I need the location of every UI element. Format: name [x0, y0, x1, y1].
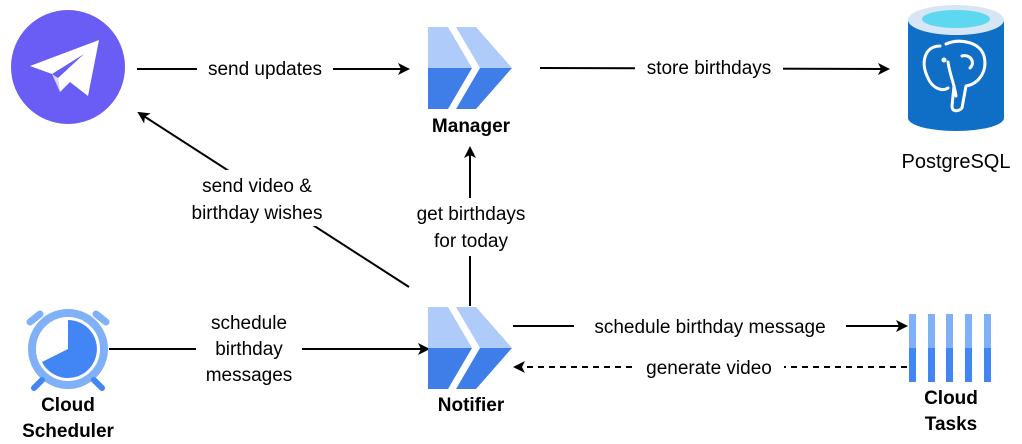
edge-label-schedule-birthday-message: schedule birthday message [594, 317, 825, 338]
postgresql-database-icon [908, 5, 1004, 131]
notifier-node[interactable]: Notifier [428, 307, 512, 416]
postgres-node[interactable]: PostgreSQL [902, 5, 1011, 173]
manager-cloud-run-icon [428, 27, 512, 109]
manager-node[interactable]: Manager [428, 27, 512, 137]
edge-label-get-birthdays-line2: for today [434, 231, 508, 252]
edge-label-generate-video: generate video [646, 358, 772, 379]
edge-label-schedule-messages-line1: schedule [211, 313, 287, 334]
edge-schedule-messages: schedule birthday messages [109, 310, 430, 388]
edge-label-schedule-messages-line3: messages [206, 365, 293, 386]
cloud-scheduler-icon [26, 309, 110, 391]
edge-label-send-video-line2: birthday wishes [192, 203, 323, 224]
scheduler-node[interactable]: Cloud Scheduler [22, 309, 115, 442]
tasks-label-line1: Cloud [924, 388, 978, 409]
notifier-cloud-run-icon [428, 307, 512, 389]
scheduler-label-line1: Cloud [41, 395, 95, 416]
edge-send-video: send video & birthday wishes [137, 111, 410, 288]
tasks-node[interactable]: Cloud Tasks [909, 314, 991, 435]
scheduler-label-line2: Scheduler [22, 421, 114, 442]
edge-label-get-birthdays-line1: get birthdays [417, 204, 526, 225]
edge-label-store-birthdays: store birthdays [647, 58, 772, 79]
manager-label: Manager [432, 116, 511, 137]
edge-store-birthdays: store birthdays [539, 56, 890, 82]
edge-schedule-birthday-message: schedule birthday message [513, 314, 908, 340]
edge-get-birthdays: get birthdays for today [404, 146, 538, 306]
notifier-label: Notifier [438, 395, 505, 416]
cloud-tasks-icon [909, 314, 991, 382]
telegram-icon [11, 10, 125, 124]
edge-label-send-video-line1: send video & [202, 176, 312, 197]
edge-generate-video: generate video [513, 354, 907, 380]
telegram-node[interactable] [11, 10, 125, 124]
tasks-label-line2: Tasks [925, 414, 977, 435]
edge-send-updates: send updates [137, 56, 410, 82]
edge-label-schedule-messages-line2: birthday [215, 339, 283, 360]
postgres-label: PostgreSQL [902, 151, 1011, 173]
edge-label-send-updates: send updates [208, 59, 322, 80]
